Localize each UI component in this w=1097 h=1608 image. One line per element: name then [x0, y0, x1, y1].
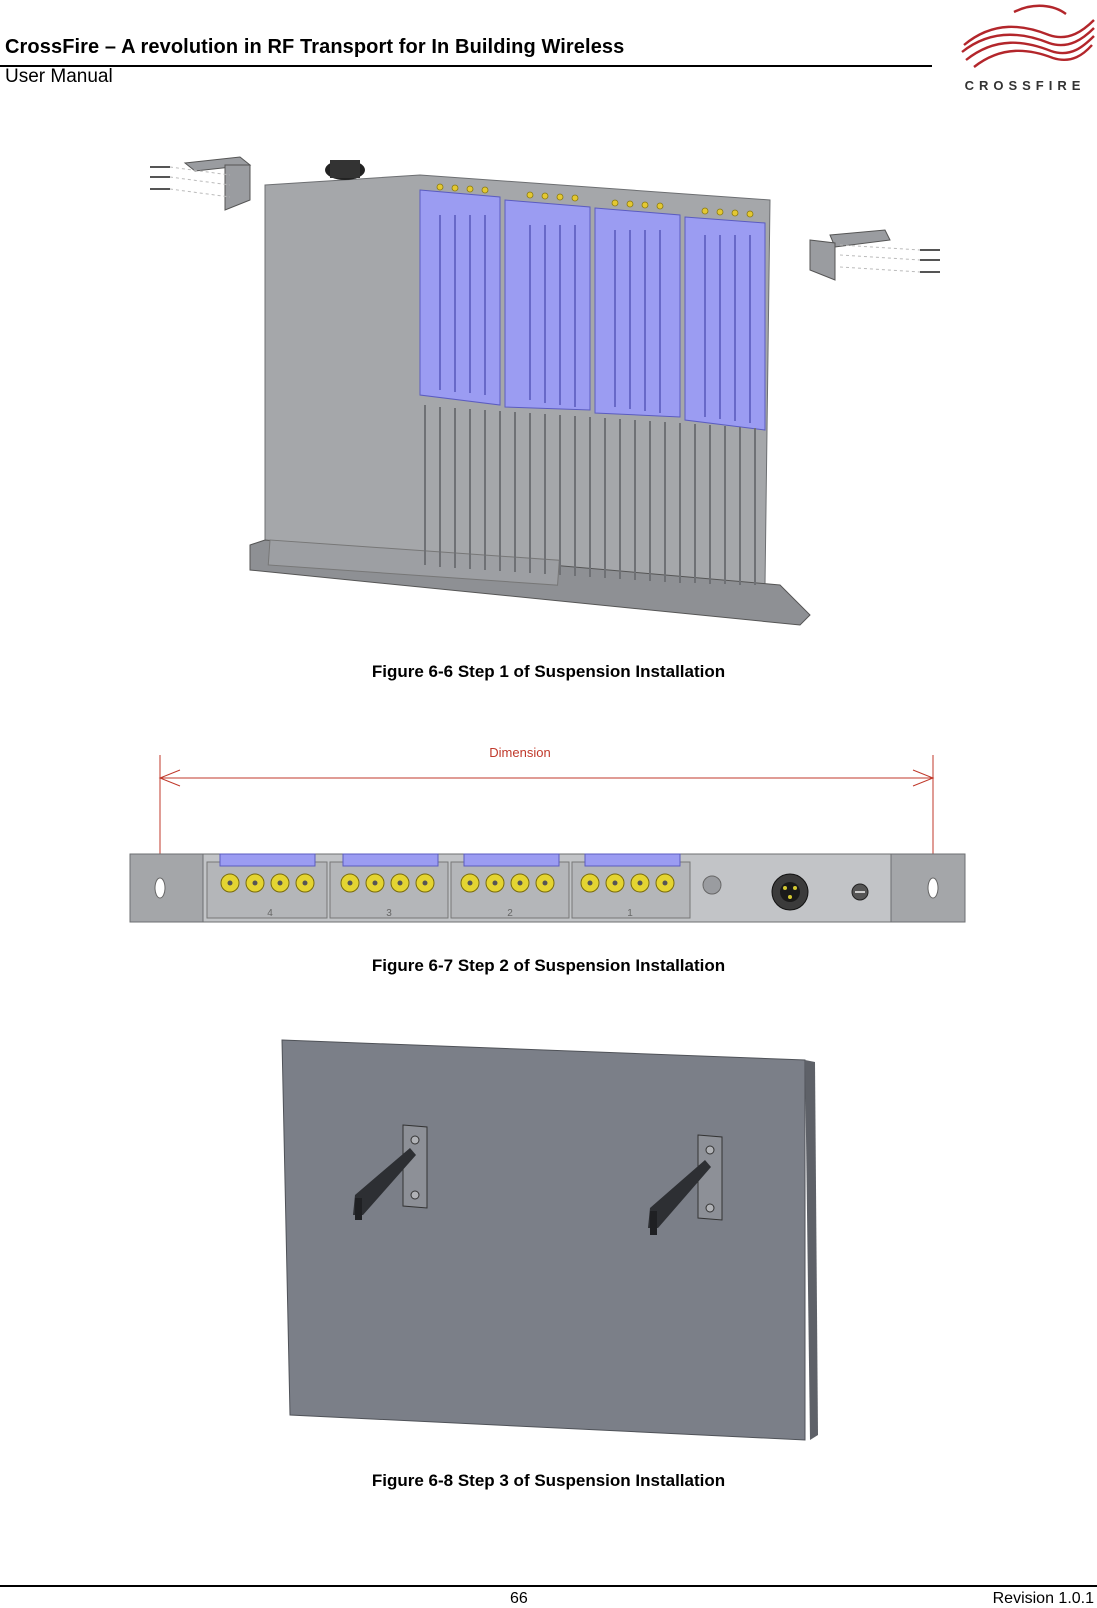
mounting-hole-left [154, 877, 166, 899]
status-indicator [702, 875, 722, 895]
wall-panel [281, 1039, 806, 1441]
right-bracket [809, 229, 891, 281]
figure-6-8-caption: Figure 6-8 Step 3 of Suspension Installa… [371, 1471, 726, 1490]
footer-rule [0, 1585, 1097, 1587]
page-number: 66 [510, 1590, 528, 1607]
figure-step-1-illustration [150, 156, 940, 626]
module-fins [439, 215, 751, 423]
label-plate [267, 539, 560, 586]
heatsink-fins [424, 405, 756, 585]
port-group-label-4: 4 [267, 908, 273, 919]
figure-step-2-illustration: Dimension 4 3 2 1 [129, 745, 966, 923]
mounting-hole-right [927, 877, 939, 899]
document-title: CrossFire – A revolution in RF Transport… [5, 36, 625, 58]
port-group-label-2: 2 [507, 908, 513, 919]
logo-wordmark: CROSSFIRE [965, 78, 1086, 93]
left-bracket [183, 156, 252, 211]
module-tops [219, 853, 681, 867]
rf-port-centers [227, 880, 668, 886]
header-rule [0, 65, 932, 67]
wall-bracket-right [648, 1134, 723, 1235]
crossfire-logo: CROSSFIRE [961, 4, 1095, 93]
figure-6-7-caption: Figure 6-7 Step 2 of Suspension Installa… [371, 956, 726, 975]
figure-6-6-caption: Figure 6-6 Step 1 of Suspension Installa… [371, 662, 726, 681]
wall-bracket-left [353, 1124, 428, 1220]
left-screws [150, 166, 231, 198]
port-group-label-3: 3 [386, 908, 392, 919]
revision-label: Revision 1.0.1 [992, 1590, 1094, 1607]
figure-step-3-illustration [281, 1039, 818, 1441]
dimension-label: Dimension [489, 745, 550, 760]
document-subtitle: User Manual [5, 66, 113, 87]
sma-connectors [436, 183, 754, 218]
wall-panel-edge [805, 1060, 818, 1440]
port-group-label-1: 1 [627, 908, 633, 919]
right-screws [839, 244, 940, 273]
